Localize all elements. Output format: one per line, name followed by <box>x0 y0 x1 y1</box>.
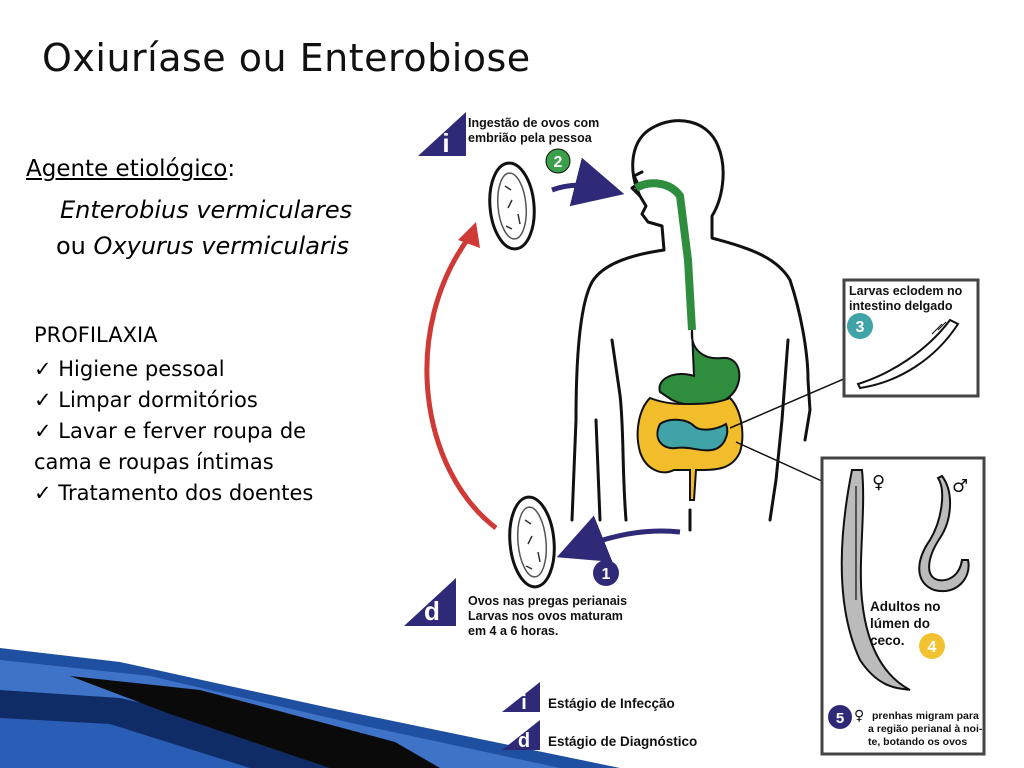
profilaxia-item: ✓ Tratamento dos doentes <box>34 481 314 505</box>
species-connector: ou <box>56 232 86 260</box>
females-label-line: te, botando os ovos <box>868 736 968 748</box>
svg-text:3: 3 <box>856 319 865 336</box>
pointer-line-adults <box>735 441 825 483</box>
larvae-label-line: Larvas eclodem no <box>849 284 963 298</box>
svg-text:d: d <box>518 730 530 752</box>
cycle-arrowhead-red <box>458 222 480 248</box>
profilaxia-item: ✓ Higiene pessoal <box>34 357 225 381</box>
larvae-panel: 3 <box>842 278 980 398</box>
pointer-line-larvae <box>729 377 847 429</box>
svg-text:5: 5 <box>836 710 844 727</box>
profilaxia-list: ✓ Higiene pessoal ✓ Limpar dormitórios ✓… <box>34 354 394 509</box>
svg-text:1: 1 <box>602 566 611 583</box>
larvae-label-line: intestino delgado <box>849 299 953 313</box>
female-symbol: ♀ <box>872 472 885 493</box>
adults-label-line: ceco. <box>870 633 905 648</box>
eggs-label-line: Larvas nos ovos maturam <box>468 609 623 623</box>
diagnosis-stage-marker: d <box>404 578 456 626</box>
ingestion-arrow <box>551 157 625 207</box>
females-label-line: a região perianal à noi- <box>868 723 983 735</box>
egg-top <box>488 161 536 251</box>
ingestion-label-line: embrião pela pessoa <box>468 131 592 145</box>
adults-label-line: Adultos no <box>870 599 941 614</box>
agent-heading-label: Agente etiológico <box>26 156 228 182</box>
digestive-tract <box>634 179 744 501</box>
agent-heading-colon: : <box>227 156 236 182</box>
species-name-2: Oxyurus vermicularis <box>93 232 349 260</box>
step-badge-1: 1 <box>593 560 619 586</box>
adults-panel: 4 5 ♀ ♂ ♀ <box>820 456 986 756</box>
svg-text:i: i <box>442 128 449 158</box>
legend-diagnosis: d <box>502 720 540 752</box>
egg-bottom <box>508 495 556 589</box>
adults-label-line: lúmen do <box>870 616 930 631</box>
svg-text:4: 4 <box>928 639 937 656</box>
eggs-label-line: Ovos nas pregas perianais <box>468 594 628 608</box>
male-symbol: ♂ <box>952 476 968 497</box>
females-label-line: prenhas migram para <box>872 710 979 722</box>
eggs-label: Ovos nas pregas perianais Larvas nos ovo… <box>468 594 627 639</box>
profilaxia-heading: PROFILAXIA <box>34 323 158 347</box>
ingestion-label: Ingestão de ovos com embrião pela pessoa <box>468 116 599 146</box>
legend-infection-label: Estágio de Infecção <box>548 696 675 711</box>
females-label: prenhas migram para a região perianal à … <box>868 710 982 749</box>
eggs-label-line: em 4 a 6 horas. <box>468 624 559 638</box>
page-title: Oxiuríase ou Enterobiose <box>42 36 531 80</box>
infection-stage-marker-top: i <box>418 112 466 158</box>
larvae-label: Larvas eclodem no intestino delgado <box>849 284 962 314</box>
svg-text:d: d <box>424 596 440 626</box>
ingestion-label-line: Ingestão de ovos com <box>468 116 600 130</box>
profilaxia-item: ✓ Limpar dormitórios <box>34 388 258 412</box>
legend-infection: i <box>502 682 540 714</box>
legend-diagnosis-label: Estágio de Diagnóstico <box>548 734 698 749</box>
cycle-arrow-red <box>424 234 498 530</box>
agent-heading: Agente etiológico: <box>26 156 235 182</box>
deposition-arrow <box>556 515 681 562</box>
svg-text:2: 2 <box>554 154 563 171</box>
svg-text:i: i <box>521 692 527 714</box>
species-line-2: ou Oxyurus vermicularis <box>56 232 349 260</box>
step-badge-2: 2 <box>545 148 571 174</box>
profilaxia-item: cama e roupas íntimas <box>34 450 274 474</box>
species-name-1: Enterobius vermiculares <box>60 196 353 224</box>
adults-label: Adultos no lúmen do ceco. <box>870 598 941 649</box>
profilaxia-item: ✓ Lavar e ferver roupa de <box>34 419 307 443</box>
female-symbol-5: ♀ <box>854 708 864 724</box>
